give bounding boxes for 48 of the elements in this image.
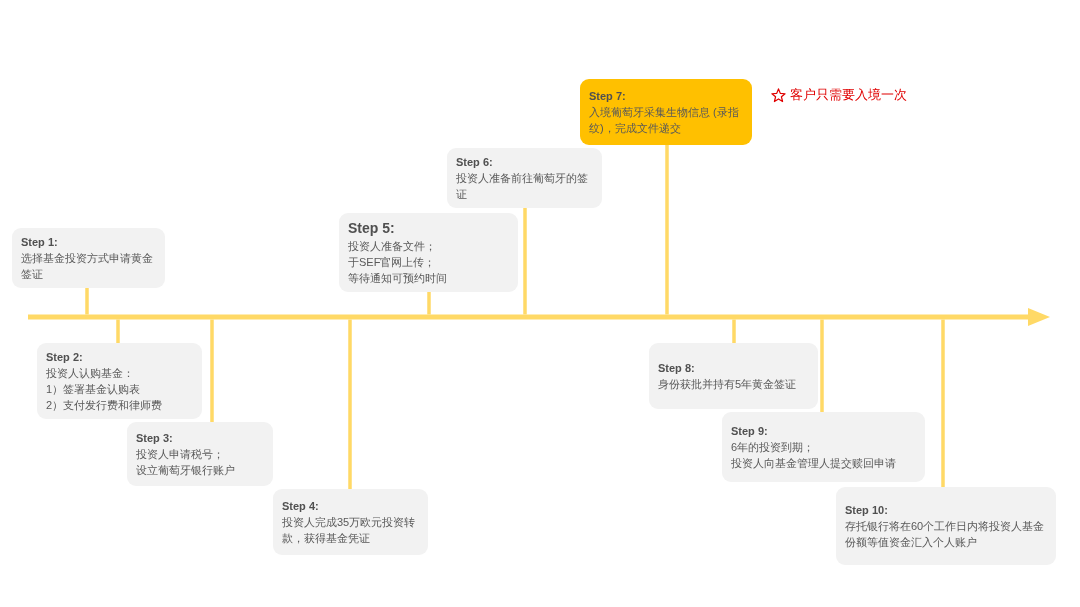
step-text: 存托银行将在60个工作日内将投资人基金份额等值资金汇入个人账户 <box>845 519 1046 550</box>
connector-line <box>116 319 120 343</box>
step-title: Step 6: <box>456 155 493 170</box>
connector-line <box>523 208 527 315</box>
step-box <box>447 148 602 208</box>
step-text: 投资人申请税号； <box>136 447 224 462</box>
step-text: 等待通知可预约时间 <box>348 271 447 286</box>
step-text: 投资人准备文件； <box>348 239 436 254</box>
step-text: 设立葡萄牙银行账户 <box>136 463 235 478</box>
step-box <box>836 487 1056 565</box>
step-text: 投资人完成35万欧元投资转款，获得基金凭证 <box>282 515 417 546</box>
step-title: Step 8: <box>658 361 695 376</box>
step-text: 投资人准备前往葡萄牙的签证 <box>456 171 589 202</box>
step-title: Step 5: <box>348 219 395 238</box>
connector-line <box>210 319 214 422</box>
step-title: Step 10: <box>845 503 888 518</box>
step-box <box>273 489 428 555</box>
step-box <box>339 213 518 292</box>
step-title: Step 4: <box>282 499 319 514</box>
step-text: 1）签署基金认购表 <box>46 382 141 397</box>
step-text: 身份获批并持有5年黄金签证 <box>658 377 797 392</box>
step-text: 投资人认购基金： <box>46 366 134 381</box>
step-title: Step 2: <box>46 350 83 365</box>
connector-line <box>665 145 669 315</box>
connector-line <box>732 319 736 343</box>
step-text: 6年的投资到期； <box>731 440 815 455</box>
step-box <box>12 228 165 288</box>
step-box <box>580 79 752 145</box>
note-text: 客户只需要入境一次 <box>790 87 907 103</box>
connector-line <box>427 292 431 315</box>
step-title: Step 1: <box>21 235 58 250</box>
timeline-arrow <box>28 307 1050 327</box>
step-box <box>722 412 925 482</box>
step-box <box>127 422 273 486</box>
step-text: 2）支付发行费和律师费 <box>46 398 163 413</box>
step-title: Step 7: <box>589 89 626 104</box>
connector-line <box>85 288 89 315</box>
step-title: Step 9: <box>731 424 768 439</box>
step-title: Step 3: <box>136 431 173 446</box>
step-text: 投资人向基金管理人提交赎回申请 <box>731 456 896 471</box>
step-text: 于SEF官网上传； <box>348 255 436 270</box>
step-box <box>649 343 818 409</box>
connector-line <box>941 319 945 487</box>
connector-line <box>348 319 352 489</box>
connector-line <box>820 319 824 412</box>
step-box <box>37 343 202 419</box>
step-text: 入境葡萄牙采集生物信息 (录指纹)，完成文件递交 <box>589 105 740 136</box>
step-text: 选择基金投资方式申请黄金签证 <box>21 251 154 282</box>
